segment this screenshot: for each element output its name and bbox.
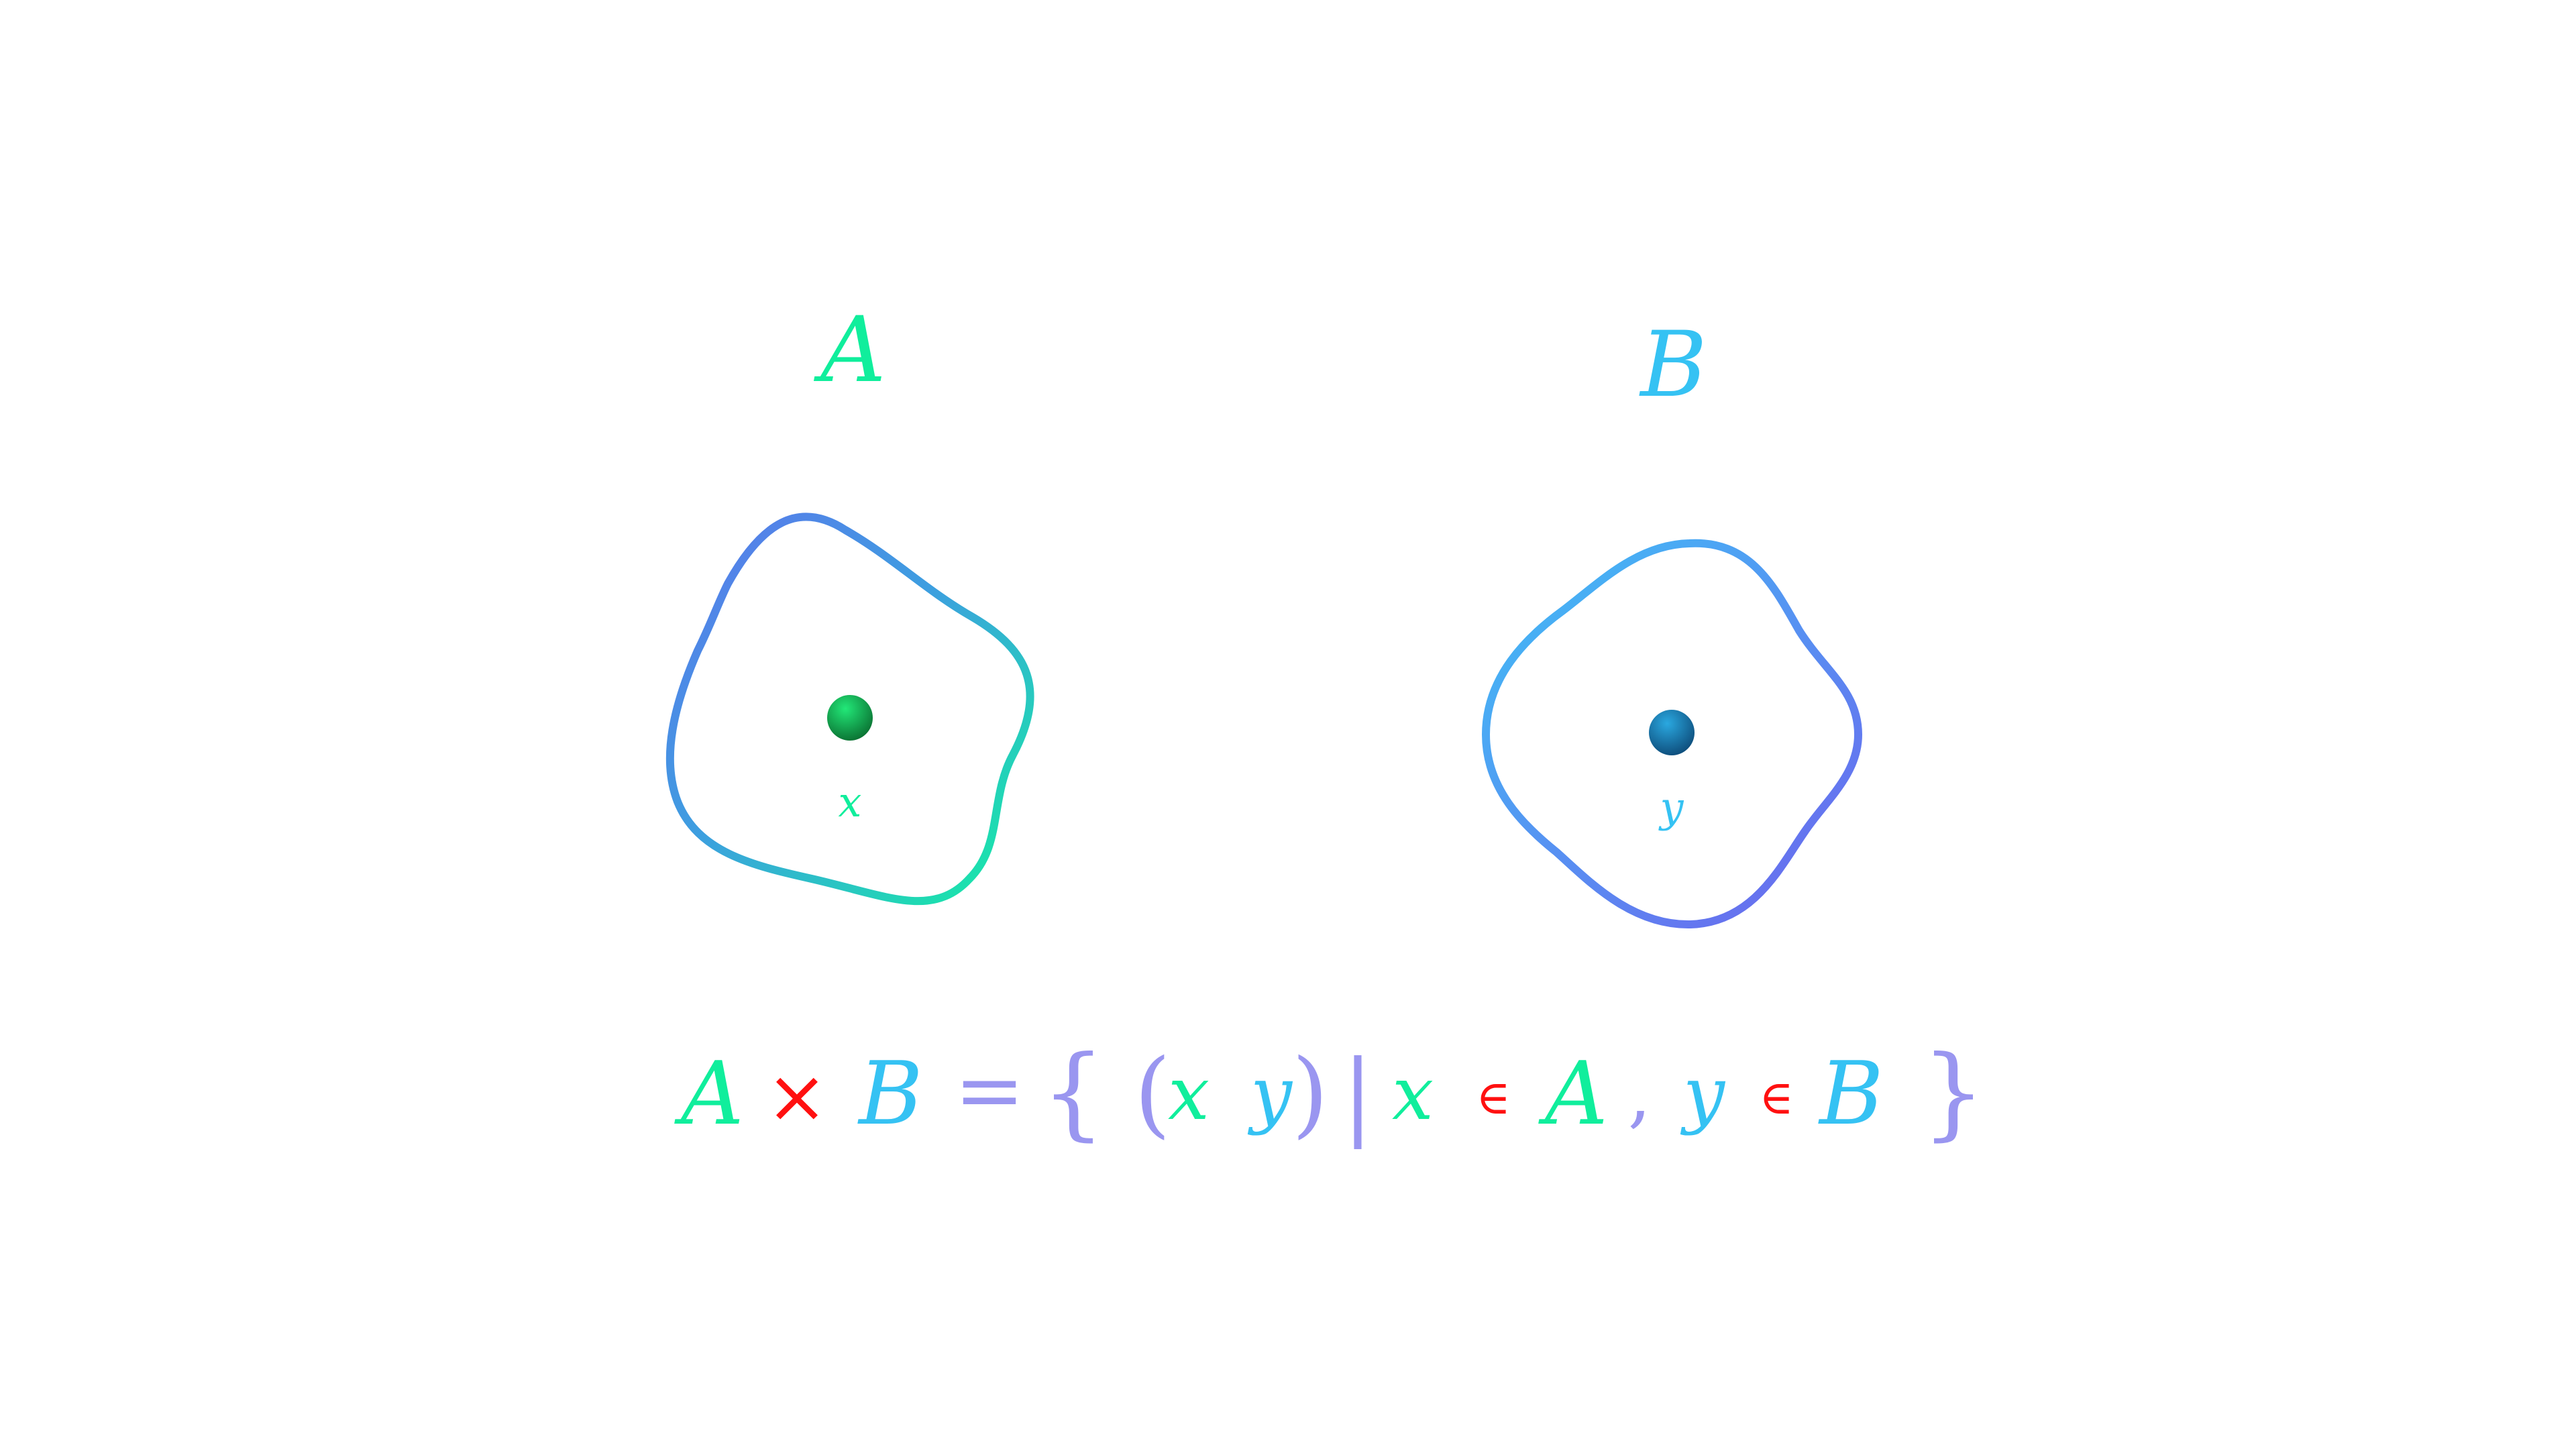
formula-element-of-b: ∈ <box>1759 1070 1794 1125</box>
formula-pair-x: x <box>1168 1051 1210 1136</box>
element-x-dot <box>827 695 873 741</box>
set-a-outline <box>665 513 1034 906</box>
cartesian-product-formula: A × B = { ( x y ) | x ∈ A , y ∈ B } <box>674 1034 1986 1151</box>
formula-condition-y: y <box>1680 1051 1726 1136</box>
element-y-dot <box>1649 710 1695 755</box>
set-b: B y <box>1482 312 1862 929</box>
set-b-outline <box>1482 539 1862 929</box>
formula-set-a: A <box>674 1042 744 1144</box>
formula-such-that-bar: | <box>1342 1040 1373 1150</box>
formula-close-brace: } <box>1921 1034 1985 1151</box>
formula-element-of-a: ∈ <box>1476 1070 1511 1125</box>
formula-condition-set-a: A <box>1538 1042 1608 1144</box>
formula-equals-sign: = <box>955 1042 1025 1139</box>
formula-close-paren: ) <box>1292 1039 1329 1148</box>
element-y-label: y <box>1658 783 1684 832</box>
formula-comma: , <box>1628 1051 1652 1136</box>
set-b-label: B <box>1638 312 1707 417</box>
formula-condition-x: x <box>1392 1051 1434 1136</box>
formula-pair-y: y <box>1247 1051 1293 1136</box>
formula-open-paren: ( <box>1134 1039 1171 1148</box>
element-x-label: x <box>839 777 862 826</box>
set-a: A x <box>665 297 1034 906</box>
set-a-label: A <box>813 297 886 402</box>
formula-times-symbol: × <box>766 1053 828 1139</box>
formula-condition-set-b: B <box>1818 1042 1884 1144</box>
formula-open-brace: { <box>1041 1034 1105 1151</box>
formula-set-b: B <box>857 1042 923 1144</box>
